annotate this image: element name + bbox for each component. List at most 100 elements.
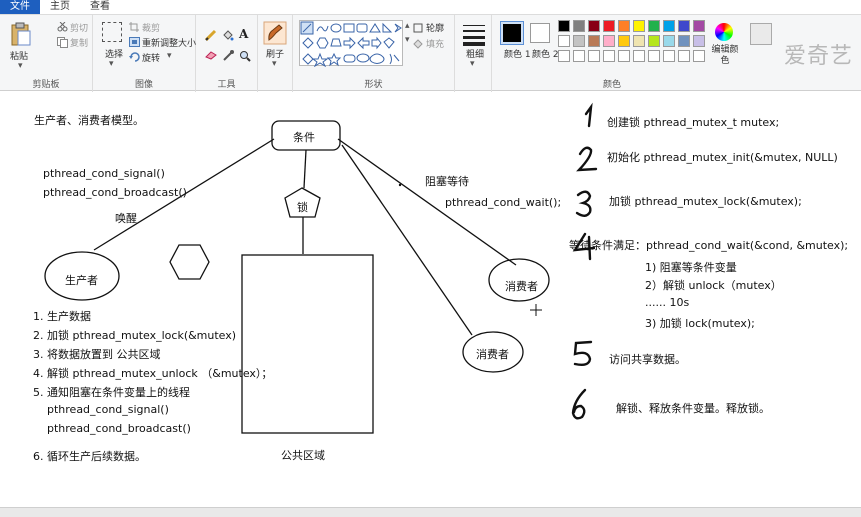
color-swatch[interactable]	[693, 50, 705, 62]
size-button[interactable]: 粗细	[466, 50, 485, 60]
left-step-4: 4. 解锁 pthread_mutex_unlock （&mutex）；	[33, 367, 273, 380]
color-swatch[interactable]	[558, 20, 570, 32]
left-step-2: 2. 加锁 pthread_mutex_lock(&mutex)	[33, 329, 237, 342]
size-dropdown-icon[interactable]: ▾	[470, 59, 475, 69]
crop-icon[interactable]	[129, 22, 139, 35]
color2-label[interactable]: 颜色 2	[532, 50, 559, 60]
rotate-button[interactable]: 旋转	[142, 54, 161, 64]
color-swatch[interactable]	[633, 50, 645, 62]
fill-icon[interactable]	[222, 29, 234, 44]
resize-icon[interactable]	[129, 37, 140, 50]
color-swatch[interactable]	[678, 20, 690, 32]
color-swatch[interactable]	[618, 35, 630, 47]
color-swatch[interactable]	[618, 20, 630, 32]
color-swatch[interactable]	[603, 35, 615, 47]
rotate-icon[interactable]	[129, 52, 140, 65]
outline-icon[interactable]	[413, 23, 423, 36]
color-swatch[interactable]	[678, 50, 690, 62]
right-step-1: 创建锁 pthread_mutex_t mutex;	[607, 116, 780, 129]
color-swatch[interactable]	[663, 35, 675, 47]
fill-button[interactable]: 填充	[426, 40, 445, 50]
eraser-icon[interactable]	[205, 50, 217, 63]
color-swatch[interactable]	[693, 35, 705, 47]
shapes-scroll-down-icon[interactable]: ▾	[405, 35, 410, 45]
magnifier-icon[interactable]	[239, 50, 251, 65]
clipboard-group: 粘贴 ▾ 剪切 复制 剪贴板	[0, 15, 93, 92]
handwritten-2	[576, 146, 598, 172]
color-swatch[interactable]	[573, 20, 585, 32]
public-area-label: 公共区域	[281, 449, 325, 462]
public-area-rect-shape	[241, 254, 374, 434]
color-swatch[interactable]	[648, 20, 660, 32]
ribbon: 粘贴 ▾ 剪切 复制 剪贴板 选择 ▾ 裁剪 重新调整大小 旋转 ▾ 图像 A …	[0, 14, 861, 92]
brushes-dropdown-icon[interactable]: ▾	[272, 59, 277, 69]
left-step-1: 1. 生产数据	[33, 310, 91, 323]
color-swatch[interactable]	[588, 35, 600, 47]
drawing-canvas[interactable]: 生产者、消费者模型。 条件 锁 生产者 消费者 消费者 公共区域 pthread…	[0, 92, 861, 517]
horizontal-scrollbar[interactable]	[0, 507, 861, 517]
color-swatch[interactable]	[633, 20, 645, 32]
color-swatch[interactable]	[558, 35, 570, 47]
right-step-3: 加锁 pthread_mutex_lock(&mutex);	[609, 195, 802, 208]
color-swatch[interactable]	[588, 20, 600, 32]
color-swatch[interactable]	[603, 20, 615, 32]
handwritten-6	[571, 388, 587, 420]
size-icon[interactable]	[463, 23, 485, 46]
color-swatch[interactable]	[573, 50, 585, 62]
cut-icon[interactable]	[57, 21, 68, 35]
producer-ellipse-shape	[44, 251, 120, 301]
producer-label: 生产者	[65, 274, 98, 287]
color-swatch[interactable]	[558, 50, 570, 62]
paste-dropdown-icon[interactable]: ▾	[18, 61, 23, 71]
color1-selector[interactable]	[500, 21, 524, 45]
color-swatch[interactable]	[693, 20, 705, 32]
select-button[interactable]: 选择	[105, 50, 124, 60]
crop-button[interactable]: 裁剪	[142, 24, 161, 34]
color-swatch[interactable]	[663, 20, 675, 32]
color-swatch[interactable]	[573, 35, 585, 47]
fill-shape-icon[interactable]	[413, 39, 423, 52]
colors-group: 颜色 1 颜色 2 编辑颜色 爱奇艺 颜色	[492, 15, 861, 92]
outline-button[interactable]: 轮廓	[426, 24, 445, 34]
resize-button[interactable]: 重新调整大小	[142, 39, 197, 49]
paste-icon[interactable]	[10, 21, 32, 47]
copy-button[interactable]: 复制	[70, 39, 89, 49]
shapes-scroll-up-icon[interactable]: ▴	[405, 21, 410, 31]
tab-file[interactable]: 文件	[0, 0, 40, 14]
color-swatch[interactable]	[633, 35, 645, 47]
select-icon[interactable]	[102, 22, 122, 42]
brushes-group: 刷子 ▾	[258, 15, 293, 92]
copy-icon[interactable]	[57, 37, 68, 51]
brush-icon[interactable]	[263, 21, 287, 45]
select-dropdown-icon[interactable]: ▾	[109, 59, 114, 69]
edit-colors-button[interactable]: 编辑颜色	[711, 45, 739, 66]
cut-button[interactable]: 剪切	[70, 24, 89, 34]
edit-colors-icon[interactable]	[715, 23, 733, 41]
color-picker-icon[interactable]	[222, 50, 234, 65]
signal-call: pthread_cond_signal()	[43, 167, 165, 180]
paste-button[interactable]: 粘贴	[10, 52, 29, 62]
color1-label[interactable]: 颜色 1	[504, 50, 531, 60]
tab-home[interactable]: 主页	[50, 1, 70, 12]
color-swatch[interactable]	[603, 50, 615, 62]
condition-label: 条件	[293, 131, 315, 144]
color-swatch[interactable]	[618, 50, 630, 62]
tab-view[interactable]: 查看	[90, 1, 110, 12]
color-swatch[interactable]	[648, 50, 660, 62]
image-group-label: 图像	[134, 80, 153, 90]
color-swatch[interactable]	[588, 50, 600, 62]
color-swatch[interactable]	[648, 35, 660, 47]
color-swatch[interactable]	[663, 50, 675, 62]
text-tool-icon[interactable]: A	[239, 27, 249, 41]
brushes-button[interactable]: 刷子	[266, 50, 285, 60]
rotate-dropdown-icon[interactable]: ▾	[167, 51, 172, 61]
pencil-icon[interactable]	[204, 29, 217, 44]
shapes-gallery	[299, 20, 403, 67]
paint3d-icon[interactable]	[750, 23, 772, 45]
colors-group-label: 颜色	[602, 80, 621, 90]
cond-wait-call: pthread_cond_wait();	[445, 196, 562, 209]
consumer1-ellipse-shape	[488, 258, 550, 302]
color2-selector[interactable]	[530, 23, 550, 43]
wake-label: 唤醒	[115, 212, 137, 225]
color-swatch[interactable]	[678, 35, 690, 47]
